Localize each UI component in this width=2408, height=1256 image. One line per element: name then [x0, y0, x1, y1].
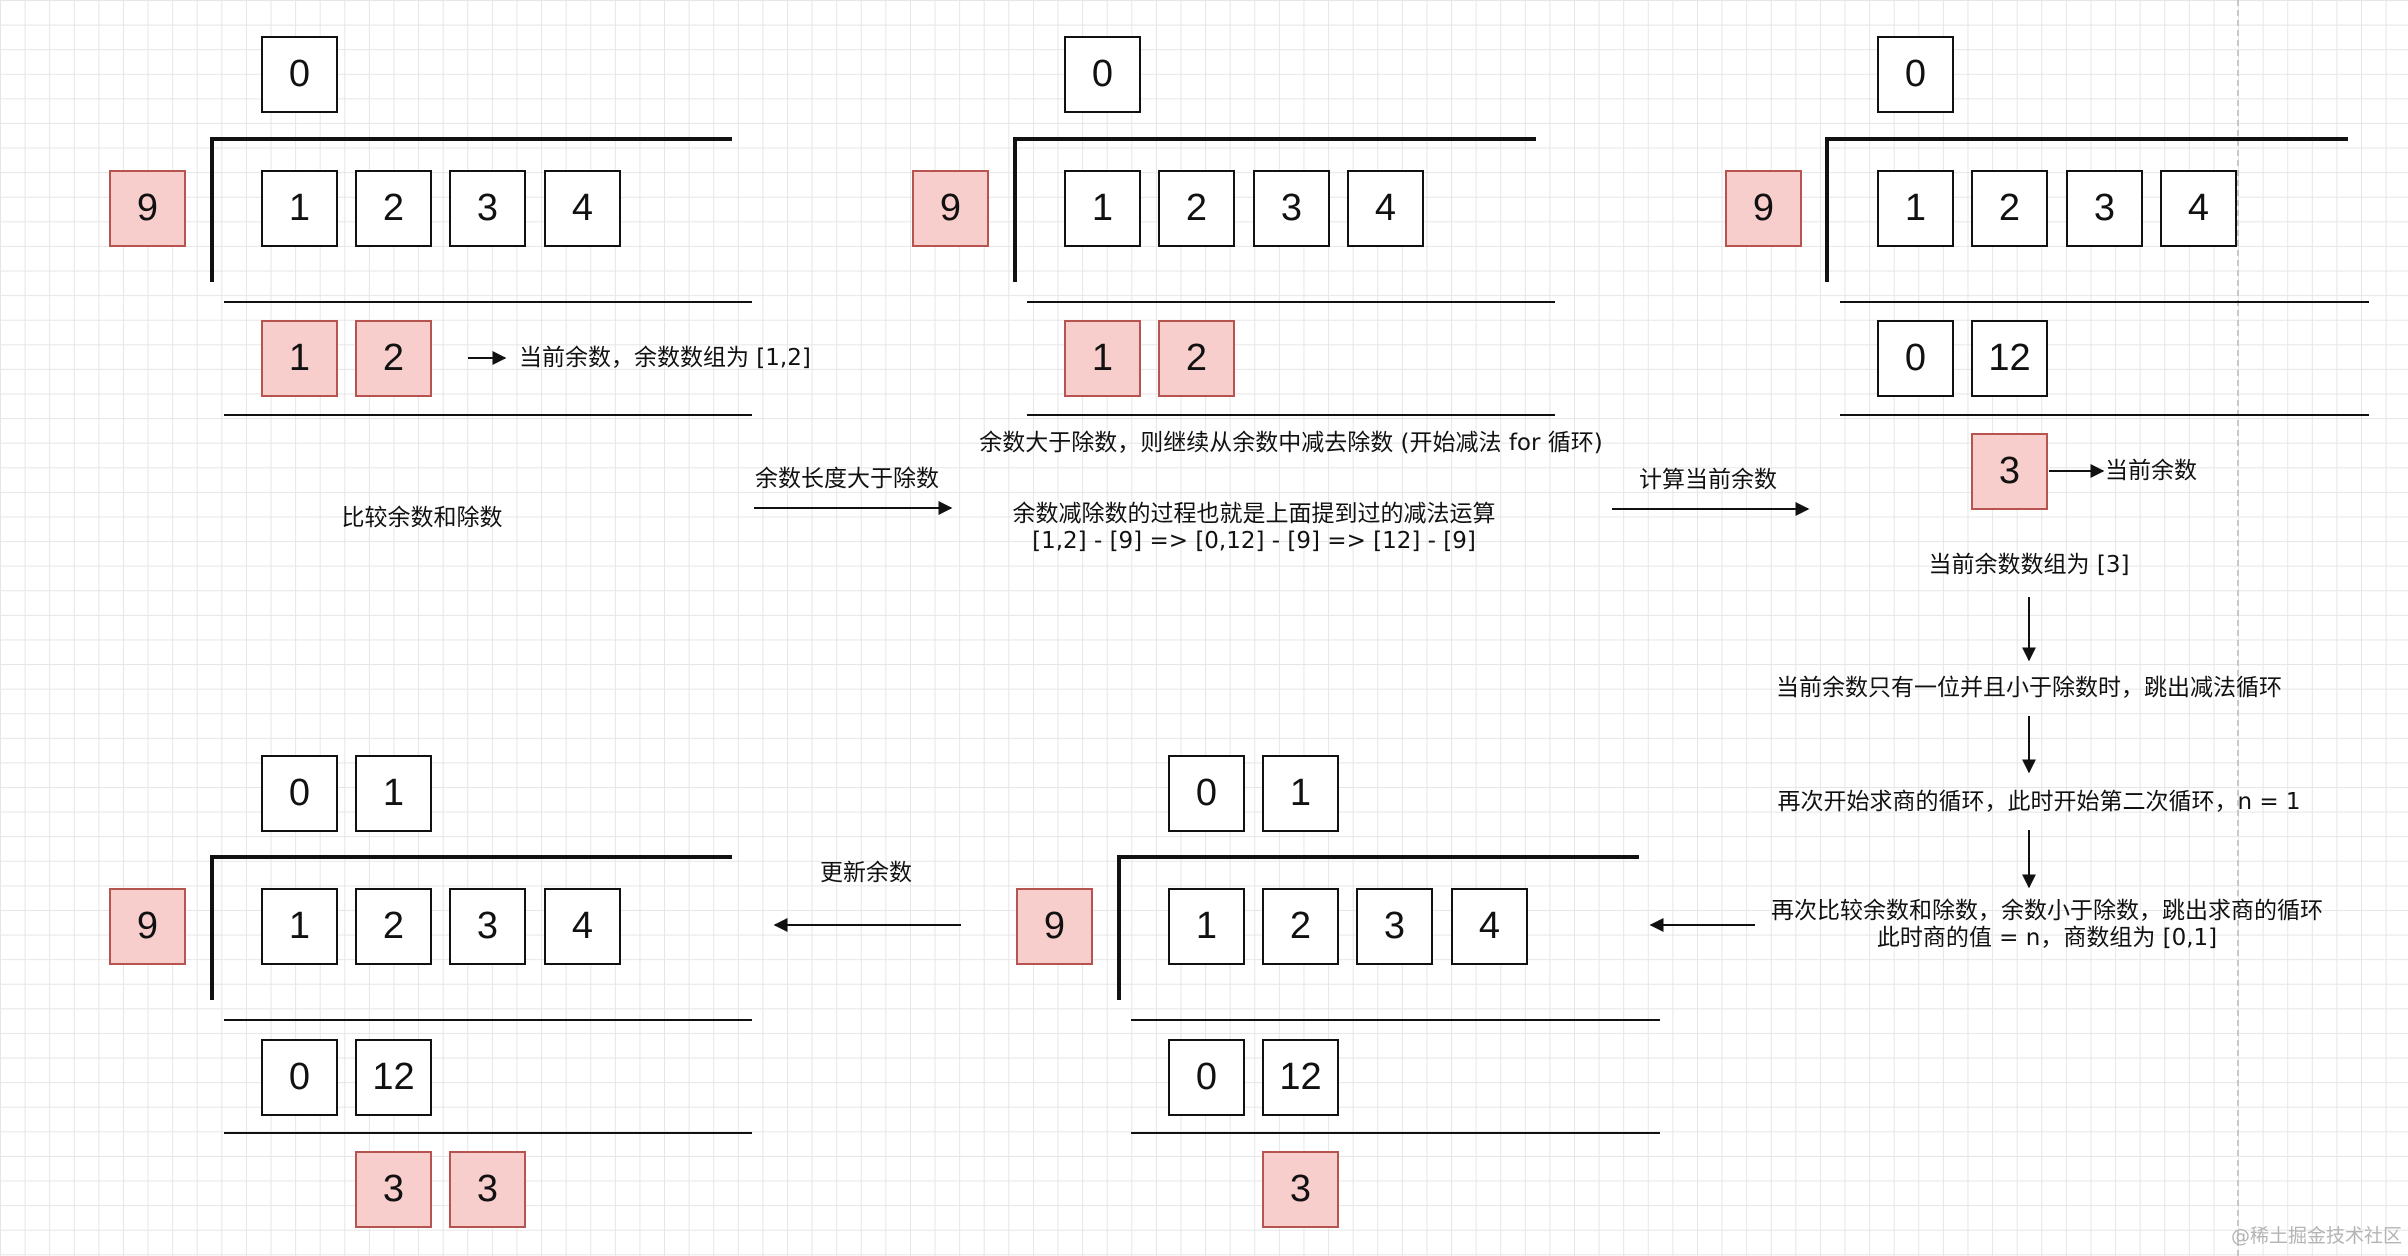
dividend-cell: 3 [449, 888, 526, 965]
remainder-line-top [224, 1019, 752, 1021]
remainder-line-bottom [1131, 1132, 1660, 1134]
remainder-cell: 0 [1877, 320, 1954, 397]
divisor-cell: 9 [109, 888, 186, 965]
quotient-cell: 0 [1064, 36, 1141, 113]
update-remainder-label: 更新余数 [820, 860, 912, 886]
dividend-cell: 3 [449, 170, 526, 247]
dividend-cell: 3 [1356, 888, 1433, 965]
subtract-process-label: 余数减除数的过程也就是上面提到过的减法运算 [1012, 501, 1496, 527]
remainder-cell: 12 [355, 1039, 432, 1116]
divisor-cell: 9 [109, 170, 186, 247]
compare-again-label: 再次比较余数和除数，余数小于除数，跳出求商的循环 [1771, 898, 2323, 924]
division-bracket [210, 137, 214, 282]
dividend-cell: 4 [544, 170, 621, 247]
remainder-line-top [1027, 301, 1555, 303]
division-bar [210, 855, 732, 859]
divisor-cell: 9 [1016, 888, 1093, 965]
remainder-line-bottom [224, 1132, 752, 1134]
current-remainder-cell: 3 [1971, 433, 2048, 510]
quotient-cell: 0 [1877, 36, 1954, 113]
exit-subtract-loop-label: 当前余数只有一位并且小于除数时，跳出减法循环 [1776, 675, 2282, 701]
divisor-cell: 9 [912, 170, 989, 247]
compute-remainder-label: 计算当前余数 [1639, 467, 1777, 493]
remainder-line-bottom [1840, 414, 2369, 416]
remainder-cell: 2 [1158, 320, 1235, 397]
dividend-cell: 1 [261, 888, 338, 965]
compare-label: 比较余数和除数 [341, 505, 503, 531]
dividend-cell: 2 [1971, 170, 2048, 247]
remainder-line-bottom [1027, 414, 1555, 416]
page-guide-line [2237, 0, 2239, 1256]
dividend-cell: 2 [1158, 170, 1235, 247]
remainder-longer-label: 余数长度大于除数 [755, 466, 939, 492]
remainder-cell: 1 [1064, 320, 1141, 397]
dividend-cell: 4 [1451, 888, 1528, 965]
remainder-cell: 0 [1168, 1039, 1245, 1116]
remainder-cell: 2 [355, 320, 432, 397]
division-bar [1825, 137, 2348, 141]
updated-remainder-cell: 3 [355, 1151, 432, 1228]
division-bar [1117, 855, 1639, 859]
dividend-cell: 1 [1168, 888, 1245, 965]
quotient-cell: 0 [261, 36, 338, 113]
dividend-cell: 4 [1347, 170, 1424, 247]
dividend-cell: 1 [1064, 170, 1141, 247]
remainder-line-bottom [224, 414, 752, 416]
quotient-cell: 1 [355, 755, 432, 832]
remainder-line-top [224, 301, 752, 303]
quotient-cell: 0 [261, 755, 338, 832]
dividend-cell: 4 [2160, 170, 2237, 247]
watermark: @稀土掘金技术社区 [2230, 1225, 2402, 1247]
current-remainder-array-3-label: 当前余数数组为 [3] [1928, 552, 2130, 578]
continue-subtract-label: 余数大于除数，则继续从余数中减去除数 (开始减法 for 循环) [979, 430, 1603, 456]
remainder-line-top [1840, 301, 2369, 303]
dividend-cell: 2 [355, 888, 432, 965]
dividend-cell: 4 [544, 888, 621, 965]
remainder-cell: 1 [261, 320, 338, 397]
remainder-line-top [1131, 1019, 1660, 1021]
division-bracket [1825, 137, 1829, 282]
current-remainder-label: 当前余数 [2105, 458, 2197, 484]
current-remainder-array-label: 当前余数，余数数组为 [1,2] [519, 345, 811, 371]
division-bracket [1013, 137, 1017, 282]
current-remainder-cell: 3 [1262, 1151, 1339, 1228]
division-bar [210, 137, 732, 141]
dividend-cell: 3 [2066, 170, 2143, 247]
subtract-steps-label: [1,2] - [9] => [0,12] - [9] => [12] - [9… [1032, 528, 1476, 554]
division-bracket [1117, 855, 1121, 1000]
dividend-cell: 2 [1262, 888, 1339, 965]
start-quotient-loop-label: 再次开始求商的循环，此时开始第二次循环，n = 1 [1777, 789, 2301, 815]
quotient-value-label: 此时商的值 = n，商数组为 [0,1] [1876, 925, 2218, 951]
division-bar [1013, 137, 1536, 141]
quotient-cell: 1 [1262, 755, 1339, 832]
remainder-cell: 12 [1262, 1039, 1339, 1116]
dividend-cell: 1 [1877, 170, 1954, 247]
remainder-cell: 0 [261, 1039, 338, 1116]
dividend-cell: 1 [261, 170, 338, 247]
updated-remainder-cell: 3 [449, 1151, 526, 1228]
quotient-cell: 0 [1168, 755, 1245, 832]
dividend-cell: 2 [355, 170, 432, 247]
divisor-cell: 9 [1725, 170, 1802, 247]
dividend-cell: 3 [1253, 170, 1330, 247]
remainder-cell: 12 [1971, 320, 2048, 397]
division-bracket [210, 855, 214, 1000]
